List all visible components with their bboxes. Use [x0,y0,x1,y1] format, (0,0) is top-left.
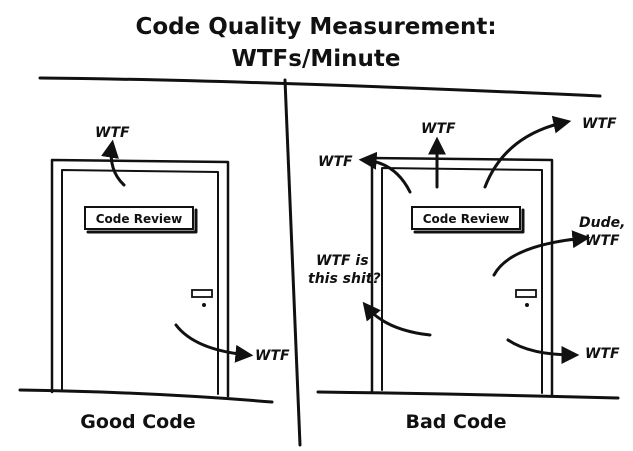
good-code-door-handle [191,289,213,307]
bad-code-arrow-left [362,301,432,337]
bad-code-review-sign: Code Review [411,206,525,234]
top-divider-line [38,76,602,98]
bad-code-wtf-lower-right: WTF [585,346,620,362]
bad-code-door [381,167,543,394]
good-code-door-frame [50,158,230,398]
bad-code-arrow-lower-right [506,338,580,364]
good-code-sign-label: Code Review [96,212,183,226]
good-code-review-sign: Code Review [84,206,198,234]
bad-code-door-frame [370,156,554,397]
good-code-arrow-right [174,323,254,363]
bad-code-wtf-left: WTF [318,154,353,170]
bad-code-floor [316,390,620,400]
bad-code-arrow-upper-left [358,151,412,194]
bad-code-door-handle [515,289,537,307]
bad-code-caption: Bad Code [405,411,506,433]
center-divider-line [283,78,302,447]
good-code-wtf-right: WTF [255,348,290,364]
bad-code-arrow-upper-right [483,115,572,189]
bad-code-sign-label: Code Review [423,212,510,226]
good-code-door [61,169,219,395]
title-line-1: Code Quality Measurement: [135,14,496,40]
good-code-wtf-top: WTF [95,125,130,141]
bad-code-dude-line: Dude, [579,215,625,231]
bad-code-wtf-top-right: WTF [582,116,617,132]
good-code-arrow-up [101,139,126,187]
good-code-floor [18,388,274,404]
good-code-panel: Code Review WTF WTF Good Code [18,125,290,433]
bad-code-question-line-2: this shit? [308,271,381,287]
bad-code-arrow-right-middle [492,230,591,277]
bad-code-panel: Code Review WTF WTF WTF Dude, WTF WTF is… [308,115,625,433]
title-line-2: WTFs/Minute [232,46,401,72]
bad-code-question-line-1: WTF is [316,253,369,269]
bad-code-dude-wtf-line: WTF [585,233,620,249]
bad-code-wtf-top: WTF [421,121,456,137]
good-code-caption: Good Code [80,411,195,433]
